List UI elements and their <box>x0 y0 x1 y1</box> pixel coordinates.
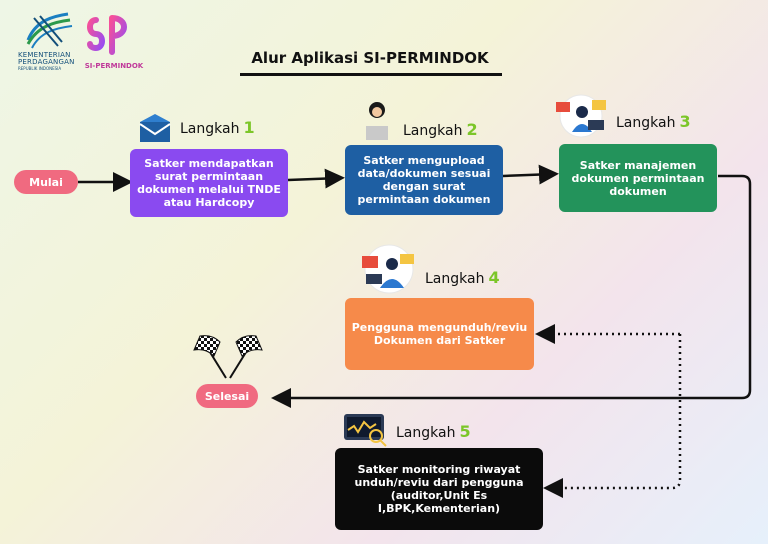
step5-icon <box>342 412 388 452</box>
si-permindok-emblem-icon <box>87 15 127 55</box>
finish-pill: Selesai <box>196 384 258 408</box>
step5-number: 5 <box>459 422 471 441</box>
arrow-step1-step2 <box>287 168 345 189</box>
envelope-icon <box>139 114 171 142</box>
step1-icon <box>138 112 172 148</box>
checkered-flags-icon <box>193 335 263 379</box>
step2-number: 2 <box>466 120 478 139</box>
kemendag-text-2: PERDAGANGAN <box>18 58 75 66</box>
kemendag-text-3: REPUBLIK INDONESIA <box>18 66 62 71</box>
title-underline <box>240 73 502 76</box>
step4-label: Langkah <box>425 271 485 287</box>
step5-box: Satker monitoring riwayat unduh/reviu da… <box>335 448 543 530</box>
si-permindok-logo: SI-PERMINDOK <box>82 12 146 76</box>
step1-box: Satker mendapatkan surat permintaan doku… <box>130 149 288 217</box>
si-permindok-logo-text: SI-PERMINDOK <box>84 62 144 70</box>
kemendag-emblem-icon <box>26 12 73 49</box>
step4-number: 4 <box>488 268 500 287</box>
download-person-icon <box>362 244 414 294</box>
monitor-search-icon <box>344 414 387 447</box>
step1-label: Langkah <box>180 121 240 137</box>
arrow-step3-selesai <box>271 174 752 408</box>
kemendag-text-1: KEMENTERIAN <box>18 51 71 59</box>
start-pill: Mulai <box>14 170 78 194</box>
dotted-arrow-step5 <box>543 334 682 498</box>
step2-box: Satker mengupload data/dokumen sesuai de… <box>345 145 503 215</box>
step3-icon <box>548 94 614 142</box>
step5-label: Langkah <box>396 425 456 441</box>
step3-box: Satker manajemen dokumen permintaan doku… <box>559 144 717 212</box>
arrow-step2-step3 <box>502 164 559 185</box>
step1-number: 1 <box>243 118 255 137</box>
page-title: Alur Aplikasi SI-PERMINDOK <box>251 49 489 67</box>
finish-flags <box>186 332 270 384</box>
step3-number: 3 <box>679 112 691 131</box>
person-laptop-icon <box>366 102 388 140</box>
step4-icon <box>356 244 422 298</box>
step2-label: Langkah <box>403 123 463 139</box>
step2-icon <box>360 100 394 146</box>
dashboard-person-icon <box>556 94 606 138</box>
step3-label: Langkah <box>616 115 676 131</box>
step4-box: Pengguna mengunduh/reviu Dokumen dari Sa… <box>345 298 534 370</box>
